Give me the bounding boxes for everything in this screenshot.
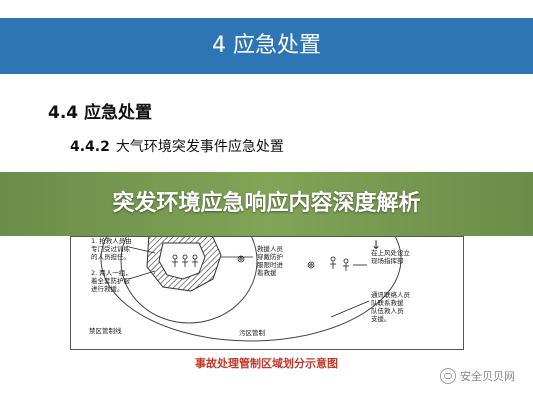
note-arrow-1 — [128, 246, 156, 254]
zone-forbidden-label: 禁区管制线 — [89, 326, 122, 335]
contact-note: 通讯联络人员队联系救援队伍救人员支援。 — [371, 290, 411, 323]
trapped-people-icon — [172, 254, 198, 267]
title-overlay-banner: 突发环境应急响应内容深度解析 — [0, 172, 533, 236]
command-note: 在上风处设立现场指挥部 — [371, 248, 411, 265]
diagram-caption: 事故处理管制区域划分示意图 — [195, 357, 338, 370]
zone-pollution-label: 污区管制 — [239, 328, 266, 337]
control-zone-diagram: 1. 抢救人员由专门受过训练的人员担任。 2. 两人一组，着全套防护服进行救援。… — [70, 236, 464, 350]
watermark: 安全贝贝网 — [440, 368, 515, 384]
rescuer-icon — [237, 255, 315, 269]
note-arrow-2 — [128, 270, 156, 280]
watermark-text: 安全贝贝网 — [460, 370, 515, 383]
left-note-2: 2. 两人一组，着全套防护服进行救援。 — [91, 268, 132, 293]
diagram-svg: 1. 抢救人员由专门受过训练的人员担任。 2. 两人一组，着全套防护服进行救援。… — [89, 237, 411, 342]
rescue-note: 救援人员穿戴防护服限时进看救援 — [257, 244, 284, 277]
wind-arrow-icon: ↓ — [371, 238, 381, 252]
subsection-number: 4.4.2 — [70, 139, 110, 155]
subsection-heading: 4.4.2 大气环境突发事件应急处置 — [70, 136, 284, 156]
left-note-1: 1. 抢救人员由专门受过训练的人员担任。 — [91, 237, 132, 261]
slide-header-title: 4 应急处置 — [212, 33, 321, 58]
overlay-title: 突发环境应急响应内容深度解析 — [112, 191, 421, 216]
section-title: 4.4 应急处置 — [48, 103, 153, 123]
responder-figures-icon — [330, 256, 349, 271]
contact-arrow — [330, 300, 370, 318]
forbidden-zone-ellipse — [120, 237, 258, 324]
subsection-title: 大气环境突发事件应急处置 — [115, 139, 284, 155]
wechat-icon — [440, 368, 456, 384]
contaminated-zone-ellipse — [100, 237, 402, 342]
slide-header-band: 4 应急处置 — [0, 18, 533, 74]
hazard-source-core — [158, 242, 206, 280]
